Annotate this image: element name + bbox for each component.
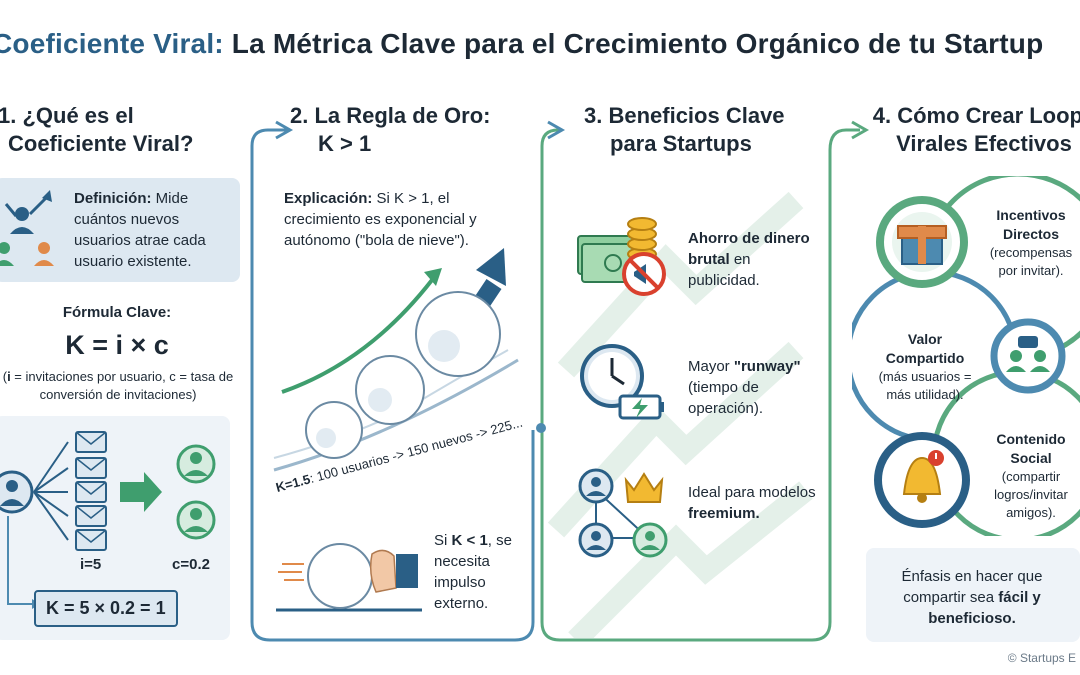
benefit-savings-bold: Ahorro de dinero brutal: [688, 230, 810, 268]
loop-incentives-text: (recompensas por invitar).: [989, 245, 1073, 278]
loop-social-content-bold: Contenido Social: [996, 431, 1066, 466]
low-k-bold: K < 1: [451, 532, 488, 549]
loop-social-content-text: (compartir logros/invitar amigos).: [994, 469, 1068, 520]
definition-text: Definición: Mide cuántos nuevos usuarios…: [74, 188, 236, 272]
panel1-heading: 1. ¿Qué es el Coeficiente Viral?: [0, 102, 228, 158]
money-no-ads-icon: [577, 217, 666, 296]
snowball-growth-illustration: [273, 248, 519, 472]
formula-main: K = i × c: [65, 330, 169, 360]
loop-incentives-bold: Incentivos Directos: [996, 207, 1066, 242]
low-k-text: Si K < 1, se necesita impulso externo.: [434, 530, 530, 614]
loop-shared-value-text: (más usuarios = más utilidad).: [878, 369, 972, 402]
benefit-runway: Mayor "runway" (tiempo de operación).: [688, 356, 818, 419]
panel2-heading: 2. La Regla de Oro: K > 1: [290, 102, 530, 158]
users-network-icon: [0, 190, 54, 266]
formula-legend: (i = invitaciones por usuario, c = tasa …: [2, 369, 234, 402]
formula-label: Fórmula Clave:: [62, 304, 172, 321]
definition-body: Mide cuántos nuevos usuarios atrae cada …: [74, 190, 206, 270]
legend-text: = invitaciones por usuario, c = tasa de …: [10, 369, 234, 402]
definition-label: Definición:: [74, 190, 152, 207]
pushing-snowball-icon: [276, 543, 422, 612]
low-k-prefix: Si: [434, 532, 452, 549]
title-rest: La Métrica Clave para el Crecimiento Org…: [223, 28, 1044, 59]
low-k-body: , se necesita impulso externo.: [434, 532, 512, 612]
result-box: K = 5 × 0.2 = 1: [34, 590, 178, 627]
emphasis-bold: fácil y beneficioso.: [928, 589, 1041, 627]
panel2-heading-line2: K > 1: [318, 131, 372, 156]
explain-body: Si K > 1, el crecimiento es exponencial …: [284, 190, 477, 249]
panel1-heading-line1: 1. ¿Qué es el: [0, 103, 134, 128]
emphasis-text: Énfasis en hacer que compartir sea fácil…: [872, 566, 1072, 629]
benefit-freemium-pre: Ideal para modelos: [688, 484, 816, 501]
benefit-runway-text: (tiempo de operación).: [688, 379, 764, 417]
emphasis-pre: Énfasis en hacer que compartir sea: [901, 568, 1043, 606]
title-highlight: Coeficiente Viral:: [0, 28, 224, 59]
benefit-runway-pre: Mayor: [688, 358, 734, 375]
label-c: c=0.2: [172, 556, 210, 573]
clock-battery-icon: [580, 344, 664, 420]
explain-label: Explicación:: [284, 190, 373, 207]
benefit-freemium: Ideal para modelos freemium.: [688, 482, 818, 524]
loop-incentives: Incentivos Directos (recompensas por inv…: [982, 206, 1080, 280]
panel1-heading-line2: Coeficiente Viral?: [8, 131, 194, 156]
legend-i: i: [7, 369, 11, 384]
label-i: i=5: [80, 556, 102, 573]
loop-shared-value-bold: Valor Compartido: [885, 331, 965, 366]
panel3-heading-line2: para Startups: [610, 131, 752, 156]
freemium-network-icon: [578, 468, 668, 558]
panel2-heading-line1: 2. La Regla de Oro:: [290, 103, 491, 128]
panel4-heading: 4. Cómo Crear Loops Virales Efectivos: [864, 102, 1080, 158]
loop-social-content: Contenido Social (compartir logros/invit…: [982, 430, 1080, 522]
viral-loop-diagram: [852, 176, 1080, 536]
panel4-heading-line1: 4. Cómo Crear Loops: [872, 103, 1080, 128]
panel3-heading: 3. Beneficios Clave para Startups: [584, 102, 824, 158]
emphasis-box: [866, 548, 1080, 642]
benefit-savings: Ahorro de dinero brutal en publicidad.: [688, 228, 818, 291]
benefit-freemium-bold: freemium.: [688, 505, 760, 522]
page-title: Coeficiente Viral: La Métrica Clave para…: [0, 28, 1043, 60]
panel4-heading-line2: Virales Efectivos: [896, 131, 1072, 156]
loop-shared-value: Valor Compartido (más usuarios = más uti…: [870, 330, 980, 404]
benefit-runway-bold: "runway": [733, 358, 801, 375]
benefit-savings-text: en publicidad.: [688, 251, 760, 289]
copyright-text: © Startups E: [1007, 651, 1076, 665]
panel3-heading-line1: 3. Beneficios Clave: [584, 103, 785, 128]
explain-text: Explicación: Si K > 1, el crecimiento es…: [284, 188, 512, 251]
